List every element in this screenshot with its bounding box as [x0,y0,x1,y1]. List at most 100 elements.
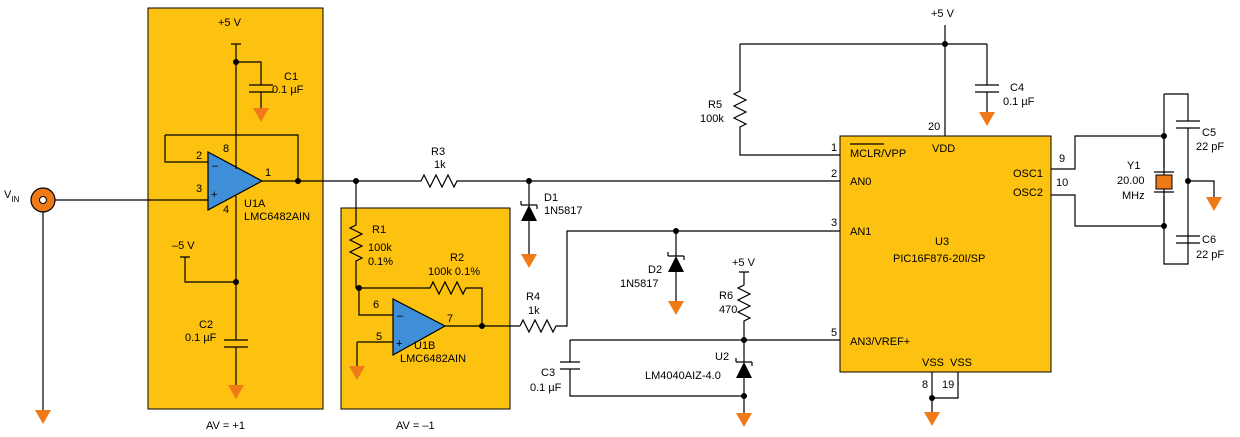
mcu-u3 [839,135,1052,373]
diode-d2 [668,256,684,272]
pin-number: 6 [373,299,379,311]
resistor-r4 [519,230,840,334]
r1-value: 100k [368,242,392,254]
resistor-r3 [360,173,840,189]
ground-symbol [924,412,940,426]
u3-part: PIC16F876-20I/SP [893,253,985,265]
pin-number: 19 [942,379,954,391]
r4-ref: R4 [526,291,540,303]
supply-neg-label: –5 V [172,240,195,252]
d2-part: 1N5817 [620,278,659,290]
ground-symbol [736,413,752,427]
u1b-ref: U1B [414,340,435,352]
c3-value: 0.1 µF [530,382,562,394]
svg-text:+: + [396,338,402,350]
ground-symbol [228,385,244,399]
capacitor-c5 [1163,93,1200,265]
pin-number: 5 [831,327,837,339]
ground-symbol [35,410,51,424]
pin-number: 1 [265,167,271,179]
pin-number: 2 [196,150,202,162]
c4-ref: C4 [1010,82,1024,94]
ground-symbol [253,108,269,122]
buffer-gain-label: AV = +1 [206,420,245,432]
opamp-u1b [392,298,447,357]
reference-u2 [736,362,752,378]
c2-value: 0.1 µF [185,332,217,344]
pin-label-vss: VSS [922,357,944,369]
ground-symbol [668,301,684,315]
resistor-r5 [732,44,840,156]
vin-connector [30,187,56,213]
y1-freq: 20.00 [1117,175,1145,187]
capacitor-c3 [560,340,744,397]
r2-ref: R2 [450,252,464,264]
ground-symbol [979,112,995,126]
c1-ref: C1 [284,71,298,83]
supply-pos-label: +5 V [931,8,955,20]
pin-label-vdd: VDD [932,143,955,155]
opamp-u1a [207,150,264,212]
c1-value: 0.1 µF [272,84,304,96]
pin-label-mclr: MCLR/VPP [850,148,906,160]
resistor-r2 [359,280,483,326]
pin-label-an1: AN1 [850,226,871,238]
u2-ref: U2 [715,351,729,363]
capacitor-c4 [975,44,999,112]
r5-value: 100k [700,113,724,125]
pin-number: 1 [831,142,837,154]
pin-number: 8 [922,379,928,391]
y1-ref: Y1 [1127,160,1140,172]
u1a-part: LMC6482AIN [244,211,310,223]
buffer-feedback-wire [165,134,299,181]
pin-label-osc1: OSC1 [1013,168,1043,180]
r6-ref: R6 [719,290,733,302]
u1a-ref: U1A [244,198,266,210]
pin-number: 3 [196,183,202,195]
inverter-gain-label: AV = –1 [396,420,435,432]
u2-part: LM4040AIZ-4.0 [645,370,721,382]
pin-label-osc2: OSC2 [1013,187,1043,199]
crystal-y1 [1155,174,1173,190]
svg-text:–: – [397,310,404,322]
r2-value: 100k 0.1% [428,266,480,278]
pin-number: 3 [831,217,837,229]
diode-d1 [521,205,537,221]
pin-number: 4 [223,204,229,216]
pin-number: 8 [223,143,229,155]
resistor-r6 [736,271,752,340]
ground-symbol [349,366,365,380]
u1b-part: LMC6482AIN [400,353,466,365]
capacitor-c6 [1176,235,1200,244]
c2-ref: C2 [199,319,213,331]
c4-value: 0.1 µF [1003,96,1035,108]
c6-value: 22 pF [1196,249,1224,261]
r6-value: 470 [719,304,737,316]
c6-ref: C6 [1202,234,1216,246]
r3-value: 1k [434,159,446,171]
pin-number: 20 [928,121,940,133]
r1-ref: R1 [372,224,386,236]
pin-number: 5 [376,331,382,343]
pin-label-vss: VSS [950,357,972,369]
pin-number: 2 [831,168,837,180]
supply-pos-label: +5 V [218,17,242,29]
y1-unit: MHz [1122,190,1145,202]
r5-ref: R5 [708,99,722,111]
r3-ref: R3 [431,146,445,158]
inverter-stage-block [340,207,511,410]
svg-text:–: – [212,160,219,172]
ground-symbol [1206,197,1222,211]
pin-number: 9 [1059,153,1065,165]
pin-number: 7 [447,313,453,325]
supply-pos-label: +5 V [732,257,756,269]
c5-ref: C5 [1202,127,1216,139]
c3-ref: C3 [541,367,555,379]
pin-label-an3: AN3/VREF+ [850,336,910,348]
vin-label: VIN [4,189,20,204]
u3-ref: U3 [935,236,949,248]
d2-ref: D2 [648,264,662,276]
pin-label-an0: AN0 [850,176,871,188]
r4-value: 1k [528,305,540,317]
